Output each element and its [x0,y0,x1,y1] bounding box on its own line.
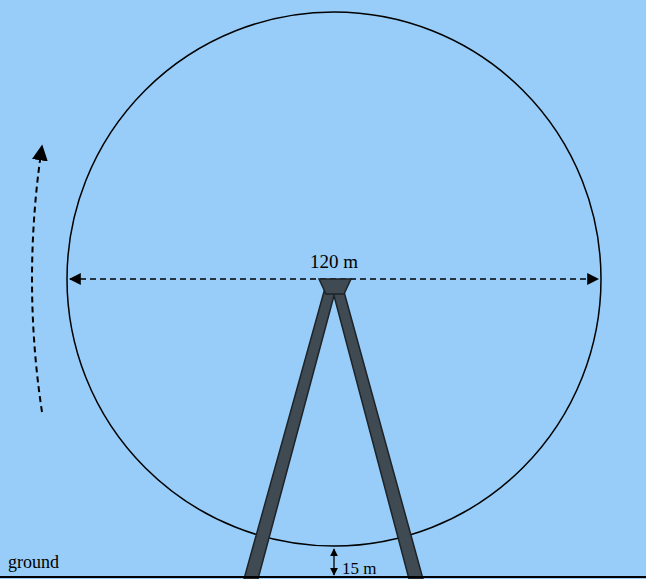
support-leg [244,288,335,579]
dimension-label: 15 m [342,560,376,577]
height-dimension [333,549,334,575]
support-leg [333,288,423,579]
wheel-rim [67,12,601,546]
ground-line [0,576,646,578]
ground-label: ground [8,553,59,571]
rotation-arrow [32,146,42,412]
wheel-hub [319,279,351,294]
dimension-label: 120 m [310,252,358,271]
